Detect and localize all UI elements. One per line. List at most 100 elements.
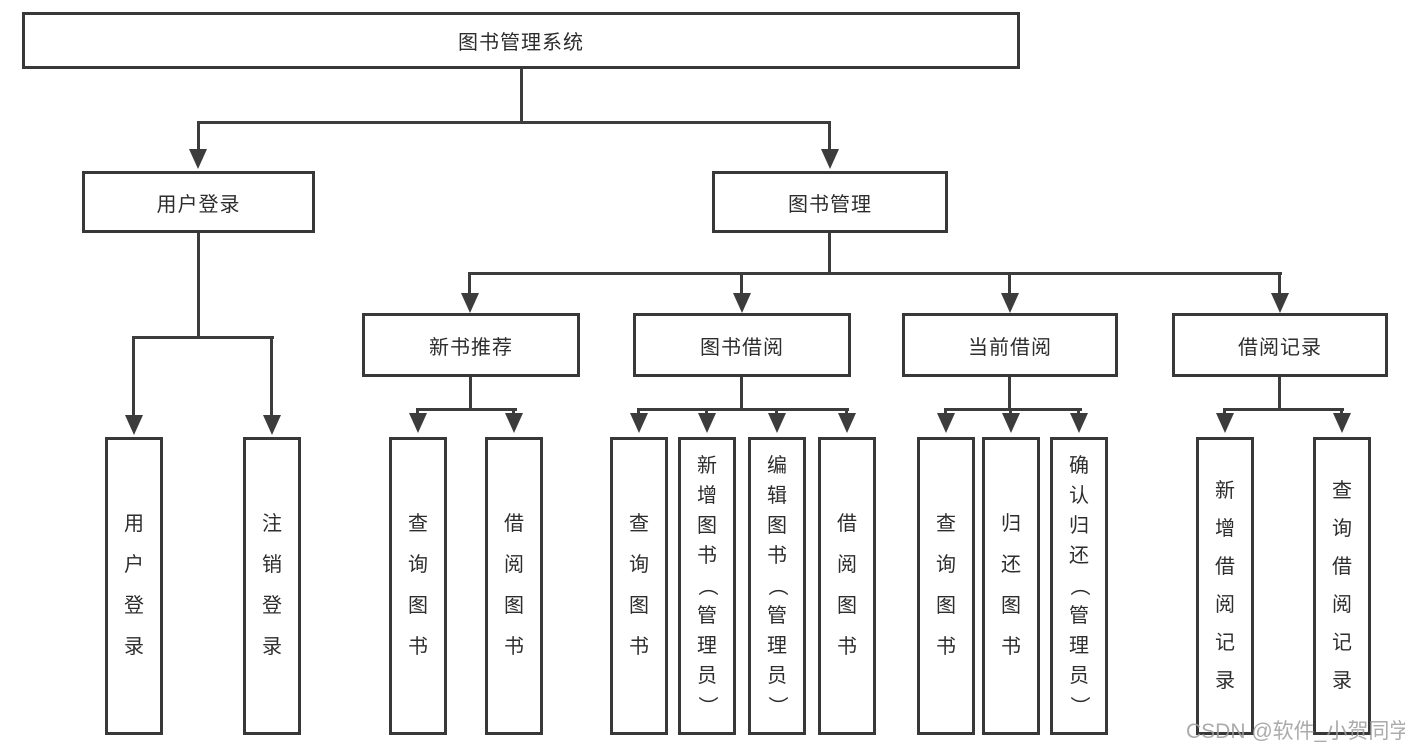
- leaf-label-char: 认: [1069, 485, 1089, 507]
- node-label: 图书借阅: [700, 336, 784, 359]
- connector-line: [197, 121, 200, 151]
- leaf-label-char: 阅: [504, 554, 524, 576]
- arrow-down-icon: [821, 149, 839, 169]
- leaf-label-char: 理: [697, 635, 717, 657]
- connector-line: [1278, 377, 1281, 410]
- node-borrow-records: 借阅记录: [1172, 313, 1388, 377]
- leaf-label-char: 书: [1001, 636, 1021, 658]
- connector-line: [1077, 408, 1080, 416]
- node-book-management: 图书管理: [712, 171, 948, 233]
- leaf-label-char: 新: [697, 455, 717, 477]
- leaf-label-char: 辑: [767, 485, 787, 507]
- leaf-label-char: （: [1068, 576, 1090, 596]
- connector-line: [1278, 272, 1281, 295]
- leaf-label-char: 登: [124, 595, 144, 617]
- leaf-edit-books-admin: 编辑图书（管理员）: [748, 437, 806, 735]
- node-label: 图书管理系统: [458, 32, 584, 54]
- connector-line: [197, 233, 200, 338]
- node-new-book-recommend: 新书推荐: [362, 313, 580, 377]
- arrow-down-icon: [630, 413, 648, 433]
- connector-line: [197, 121, 831, 124]
- leaf-label-char: 询: [629, 554, 649, 576]
- arrow-down-icon: [1216, 413, 1234, 433]
- connector-line: [1009, 408, 1012, 416]
- leaf-label-char: 查: [629, 513, 649, 535]
- leaf-add-borrow-record: 新增借阅记录: [1196, 437, 1254, 735]
- leaf-label-char: 归: [1069, 515, 1089, 537]
- leaf-label-char: ）: [696, 696, 718, 716]
- leaf-confirm-return-admin: 确认归还 （ 管理员 ）: [1050, 437, 1108, 735]
- connector-line: [740, 272, 743, 295]
- leaf-label-char: 增: [697, 485, 717, 507]
- connector-line: [637, 408, 849, 411]
- leaf-label-char: 增: [1215, 518, 1235, 540]
- leaf-logout: 注销登录: [243, 437, 301, 735]
- leaf-add-books-admin: 新增图书（管理员）: [678, 437, 736, 735]
- node-label: 图书管理: [788, 193, 872, 216]
- arrow-down-icon: [838, 413, 856, 433]
- leaf-label-char: 阅: [1215, 594, 1235, 616]
- leaf-label-char: 录: [1332, 670, 1352, 692]
- leaf-label-char: 借: [504, 513, 524, 535]
- arrow-down-icon: [1001, 293, 1019, 313]
- leaf-label-char: 还: [1069, 545, 1089, 567]
- leaf-label-char: 图: [504, 595, 524, 617]
- leaf-label-char: 录: [262, 636, 282, 658]
- leaf-label-char: 编: [767, 455, 787, 477]
- leaf-label-char: 管: [1069, 605, 1089, 627]
- leaf-label-char: 书: [697, 545, 717, 567]
- leaf-label-char: 书: [936, 636, 956, 658]
- leaf-label-char: ）: [766, 696, 788, 716]
- arrow-down-icon: [1333, 413, 1351, 433]
- leaf-label-char: 用: [124, 513, 144, 535]
- leaf-label-char: （: [766, 576, 788, 596]
- leaf-label-char: 查: [408, 513, 428, 535]
- leaf-return-books: 归还图书: [982, 437, 1040, 735]
- node-label: 新书推荐: [429, 336, 513, 359]
- connector-line: [1223, 408, 1226, 416]
- leaf-label-char: 图: [936, 595, 956, 617]
- connector-line: [944, 408, 947, 416]
- arrow-down-icon: [263, 415, 281, 435]
- leaf-label-char: 询: [1332, 518, 1352, 540]
- leaf-label-char: 书: [837, 636, 857, 658]
- leaf-label-char: 图: [837, 595, 857, 617]
- leaf-label-char: 询: [936, 554, 956, 576]
- connector-line: [637, 408, 640, 416]
- leaf-query-borrow-record: 查询借阅记录: [1313, 437, 1371, 735]
- leaf-label-char: ）: [1068, 696, 1090, 716]
- node-label: 借阅记录: [1238, 336, 1322, 359]
- leaf-label-char: 管: [697, 605, 717, 627]
- connector-line: [132, 336, 135, 417]
- node-book-borrow: 图书借阅: [633, 313, 851, 377]
- connector-line: [132, 336, 274, 339]
- connector-line: [520, 69, 523, 123]
- node-label: 当前借阅: [968, 336, 1052, 359]
- leaf-label-char: 员: [1069, 665, 1089, 687]
- leaf-borrow-books-1: 借阅图书: [485, 437, 543, 735]
- leaf-label-char: 理: [1069, 635, 1089, 657]
- arrow-down-icon: [461, 293, 479, 313]
- node-current-borrow: 当前借阅: [902, 313, 1118, 377]
- leaf-query-books-1: 查询图书: [389, 437, 447, 735]
- leaf-label-char: 销: [262, 554, 282, 576]
- connector-line: [468, 272, 1282, 275]
- leaf-user-login: 用户登录: [105, 437, 163, 735]
- leaf-label-char: 借: [837, 513, 857, 535]
- leaf-label-char: 查: [1332, 480, 1352, 502]
- arrow-down-icon: [1002, 413, 1020, 433]
- connector-line: [944, 408, 1082, 411]
- leaf-label-char: 确: [1069, 455, 1089, 477]
- leaf-label-char: 图: [767, 515, 787, 537]
- node-user-login: 用户登录: [82, 171, 315, 233]
- leaf-label-char: 员: [697, 665, 717, 687]
- leaf-label-char: 查: [936, 513, 956, 535]
- leaf-label-char: 记: [1332, 632, 1352, 654]
- leaf-query-books-3: 查询图书: [917, 437, 975, 735]
- connector-line: [1223, 408, 1344, 411]
- leaf-label-char: 书: [767, 545, 787, 567]
- connector-line: [1008, 377, 1011, 410]
- leaf-query-books-2: 查询图书: [610, 437, 668, 735]
- arrow-down-icon: [1070, 413, 1088, 433]
- leaf-label-char: 注: [262, 513, 282, 535]
